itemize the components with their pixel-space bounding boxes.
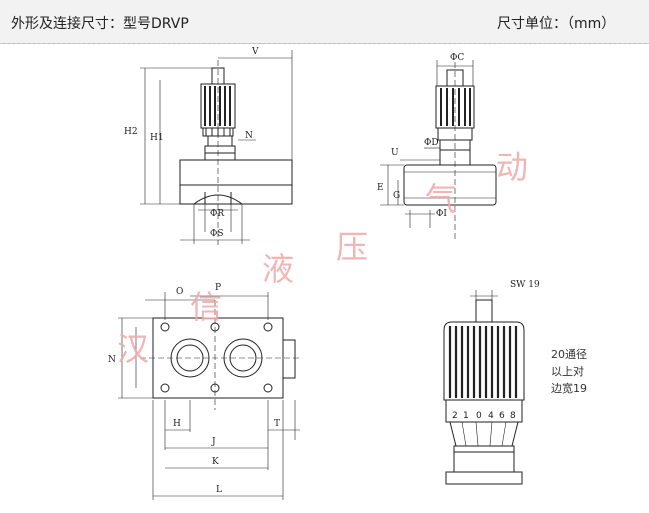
scale-mark: 4 [488, 411, 494, 421]
unit-label: 尺寸单位：（mm） [497, 16, 616, 32]
page-header: 外形及连接尺寸：型号DRVP 尺寸单位：（mm） [0, 0, 649, 44]
dim-phi-i-label: ΦI [436, 209, 447, 219]
note-line: 边宽19 [551, 382, 587, 395]
note-line: 以上对 [551, 365, 584, 378]
dim-sw-label: SW 19 [510, 280, 540, 290]
watermark: 汉 信 液 压 气 动 [117, 148, 528, 368]
side-view [380, 60, 497, 240]
watermark-char: 液 [262, 250, 294, 288]
dim-h1-label: H1 [150, 133, 164, 143]
knob-note: 20通径 以上对 边宽19 [551, 346, 587, 397]
note-line: 20通径 [551, 348, 587, 361]
watermark-char: 汉 [117, 330, 149, 368]
dim-h2-label: H2 [124, 127, 138, 137]
dim-n-bottom-label: N [108, 355, 116, 365]
dim-j-label: J [211, 437, 216, 447]
dim-phi-r-label: ΦR [210, 209, 224, 219]
dim-v-label: V [251, 47, 259, 57]
watermark-char: 动 [496, 148, 528, 186]
header-divider [0, 43, 649, 54]
dim-u-label: U [391, 148, 399, 158]
watermark-char: 压 [336, 228, 368, 266]
scale-mark: 8 [510, 411, 516, 421]
scale-mark: 6 [499, 411, 505, 421]
front-view [140, 50, 293, 245]
dim-n-label: N [245, 131, 253, 141]
dim-h-label: H [173, 419, 181, 429]
watermark-char: 气 [425, 180, 457, 218]
dim-o-label: O [176, 287, 183, 297]
knob-scale: 2 1 0 4 6 8 [452, 411, 516, 421]
page-title: 外形及连接尺寸：型号DRVP [11, 16, 189, 32]
dim-phi-s-label: ΦS [210, 229, 224, 239]
scale-mark: 1 [463, 411, 469, 421]
scale-mark: 0 [476, 411, 482, 421]
dim-g-label: G [393, 191, 400, 201]
dim-k-label: K [212, 457, 219, 467]
knob-view [443, 290, 525, 485]
scale-mark: 2 [452, 411, 458, 421]
dim-t-label: T [274, 419, 280, 429]
dim-e-label: E [377, 183, 384, 193]
dim-phi-c-label: ΦC [450, 53, 464, 63]
dim-phi-d-label: ΦD [424, 138, 439, 148]
dim-p-label: P [215, 283, 221, 293]
watermark-char: 信 [190, 288, 222, 326]
bottom-view [118, 292, 300, 500]
dim-l-label: L [216, 485, 222, 495]
